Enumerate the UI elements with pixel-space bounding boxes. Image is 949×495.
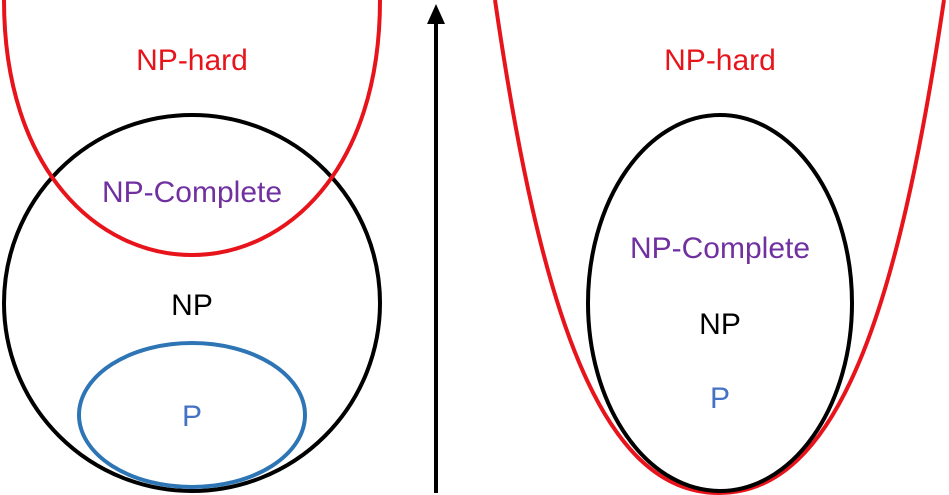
right-np-ellipse [586, 113, 854, 493]
left-np-complete-label: NP-Complete [102, 176, 282, 209]
right-p-label: P [710, 382, 730, 415]
left-p-label: P [182, 400, 202, 433]
up-arrow-icon [427, 4, 445, 493]
left-np-circle [2, 113, 382, 493]
left-panel: NP-hard NP-Complete NP P [2, 0, 382, 493]
right-np-label: NP [699, 308, 741, 341]
right-np-complete-label: NP-Complete [630, 232, 810, 265]
right-panel: NP-hard NP-Complete NP P [493, 0, 946, 495]
right-np-hard-curve [493, 0, 946, 495]
left-p-ellipse [77, 341, 307, 489]
left-np-hard-curve [2, 0, 382, 257]
left-np-label: NP [171, 289, 213, 322]
left-np-hard-label: NP-hard [136, 44, 248, 77]
right-np-hard-label: NP-hard [664, 44, 776, 77]
